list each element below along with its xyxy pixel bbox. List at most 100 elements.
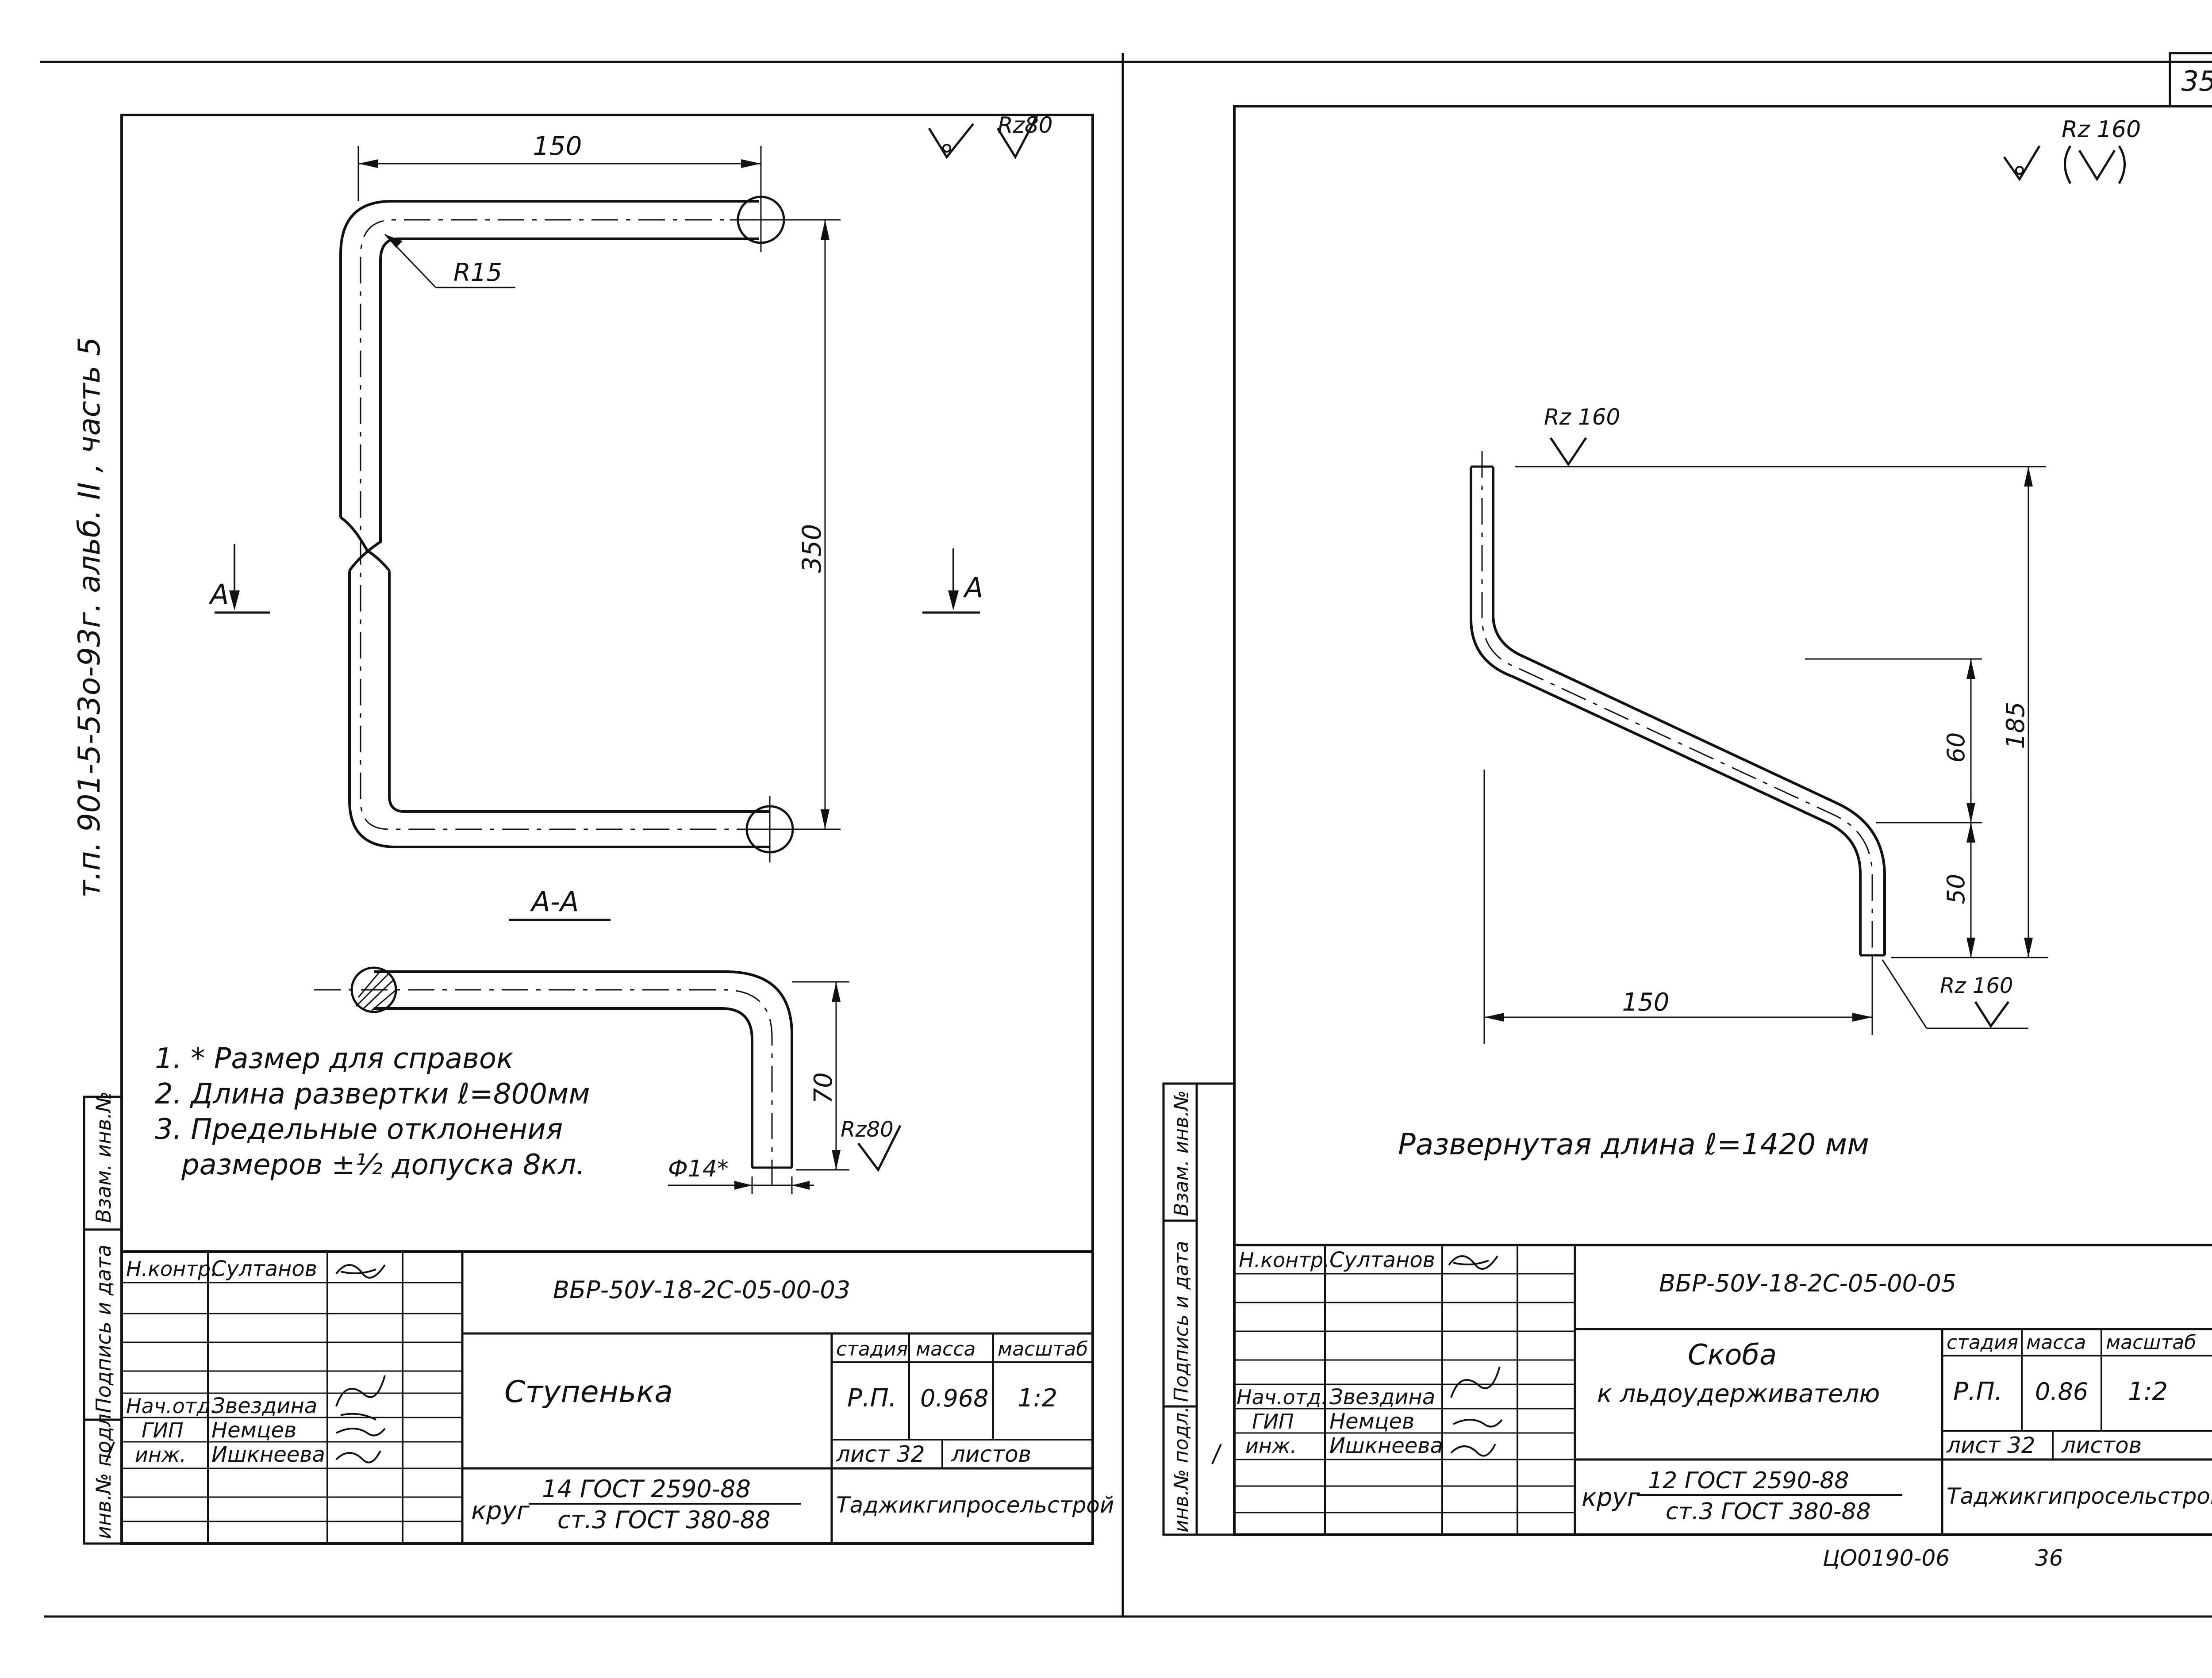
side-label-replace-right: Взам. инв.№ [1170,1090,1193,1216]
name-zvezdina-left: Звездина [211,1394,317,1418]
roughness-v-icon [1974,1001,2010,1028]
role-nkontr-right: Н.контр. [1239,1248,1330,1272]
col-stage-left: стадия [836,1338,908,1360]
roughness-rz-small-icon [857,1125,902,1172]
right-roughness-top: Rz 160 [2062,116,2141,143]
doc-code-right: ВБР-50У-18-2С-05-00-05 [1659,1269,1956,1297]
svg-text:А: А [208,578,229,610]
material-bottom-left: ст.3 ГОСТ 380-88 [557,1506,771,1534]
right-sheet-frame [1233,105,2212,1536]
right-rod [1470,451,1886,973]
side-label-inv-right: инв.№ подл. [1170,1406,1193,1532]
signature-icon [335,1375,386,1463]
roughness-check-icon [2003,145,2041,181]
dim-350: 350 [797,524,827,573]
material-prefix-right: круг [1582,1483,1640,1512]
dim-150-left: 150 [533,131,582,161]
dim-diameter: Ф14* [668,1156,729,1182]
mass-left: 0.968 [920,1384,989,1412]
name-sultanov-left: Султанов [211,1257,317,1281]
col-scale-right: масштаб [2106,1331,2196,1354]
developed-length: Развернутая длина ℓ=1420 мм [1398,1127,1869,1161]
section-mark-left: А [208,544,270,614]
right-roughness-right: Rz 160 [1940,973,2013,998]
role-inzh-left: инж. [135,1443,186,1467]
left-roughness-small: Rz80 [841,1117,894,1142]
name-zvezdina-right: Звездина [1329,1385,1435,1410]
name-ishkneeva-left: Ишкнеева [211,1442,325,1467]
signature-icon [1448,1255,1498,1270]
svg-text:А: А [963,571,983,604]
rod-section-circle [350,966,397,1013]
left-rod-top-view [339,188,803,862]
name-nemtsev-left: Немцев [211,1418,296,1443]
name-nemtsev-right: Немцев [1329,1409,1414,1434]
side-label-sign-right: Подпись и дата [1170,1241,1193,1402]
col-mass-left: масса [916,1338,976,1360]
org-left: Таджикгипросельстрой [836,1492,1114,1518]
dim-60: 60 [1942,732,1970,763]
left-roughness-label: Rz80 [998,112,1053,138]
part-name-right-2: к льдоудерживателю [1597,1379,1880,1408]
roughness-paren-icon [2064,145,2126,184]
right-roughness-left: Rz 160 [1544,404,1620,430]
mass-right: 0.86 [2035,1378,2088,1406]
sheets-left: листов [951,1441,1031,1467]
left-title-block: Н.контр. Султанов Нач.отд. Звездина ГИП … [120,1250,1114,1545]
roughness-check-icon [928,123,974,159]
side-label-sign: Подпись и дата [92,1245,115,1413]
name-sultanov-right: Султанов [1329,1248,1435,1272]
dim-50: 50 [1942,874,1970,904]
note-3b: размеров ±½ допуска 8кл. [181,1149,585,1181]
note-1: 1. * Размер для справок [155,1042,514,1075]
page-number: 35 [2181,65,2212,97]
left-rod-section-view [314,966,793,1194]
role-gip-left: ГИП [142,1418,184,1442]
col-mass-right: масса [2026,1331,2086,1354]
part-name-left: Ступенька [504,1375,673,1410]
sheets-right: листов [2061,1433,2142,1458]
material-bottom-right: ст.3 ГОСТ 380-88 [1666,1498,1871,1525]
roughness-dot-icon [942,144,951,153]
scale-right: 1:2 [2128,1377,2168,1406]
left-sheet: Rz80 150 R15 [83,112,1114,1545]
right-title-block: Н.контр. Султанов Нач.отд. Звездина ГИП … [1233,1244,2212,1536]
side-stamp: т.п. 901-5-53о-93г. альб. II , часть 5 [72,337,107,898]
section-title: А-А [530,885,579,918]
roughness-rz-icon [996,114,1071,160]
material-prefix-left: круг [471,1497,530,1525]
side-label-inv: инв.№ подл. [92,1407,115,1539]
note-3: 3. Предельные отклонения [155,1113,563,1146]
sheet-right: лист 32 [1946,1433,2035,1458]
roughness-v-icon [1549,437,1587,467]
stage-left: Р.П. [847,1384,896,1413]
dim-r15: R15 [453,258,502,287]
material-top-left: 14 ГОСТ 2590-88 [542,1475,751,1503]
sheet-left: лист 32 [836,1441,925,1467]
bottom-page: 36 [2035,1545,2063,1571]
stage-right: Р.П. [1953,1377,2002,1406]
role-nkontr-left: Н.контр. [126,1257,217,1281]
col-scale-left: масштаб [998,1338,1088,1360]
note-2: 2. Длина развертки ℓ=800мм [155,1078,590,1111]
dim-185: 185 [2001,702,2030,749]
doc-code-left: ВБР-50У-18-2С-05-00-03 [553,1276,850,1304]
role-nachotd-right: Нач.отд. [1237,1385,1328,1409]
section-mark-right: А [922,548,983,614]
role-nachotd-left: Нач.отд. [126,1394,217,1418]
role-inzh-right: инж. [1245,1434,1297,1458]
right-sheet: Rz 160 Rz 160 185 60 50 1 [1162,105,2212,1536]
scale-left: 1:2 [1018,1384,1057,1413]
signature-icon [335,1264,386,1279]
dim-150-right: 150 [1622,988,1670,1017]
role-gip-right: ГИП [1252,1410,1294,1433]
bottom-note: ЦО0190-06 [1823,1545,1950,1571]
part-name-right-1: Скоба [1688,1339,1777,1372]
dim-70: 70 [809,1072,838,1103]
col-stage-right: стадия [1947,1331,2018,1354]
material-top-right: 12 ГОСТ 2590-88 [1648,1467,1849,1494]
signature-icon [1450,1366,1503,1457]
org-right: Таджикгипросельстрой [1947,1483,2212,1509]
name-ishkneeva-right: Ишкнеева [1329,1433,1443,1458]
